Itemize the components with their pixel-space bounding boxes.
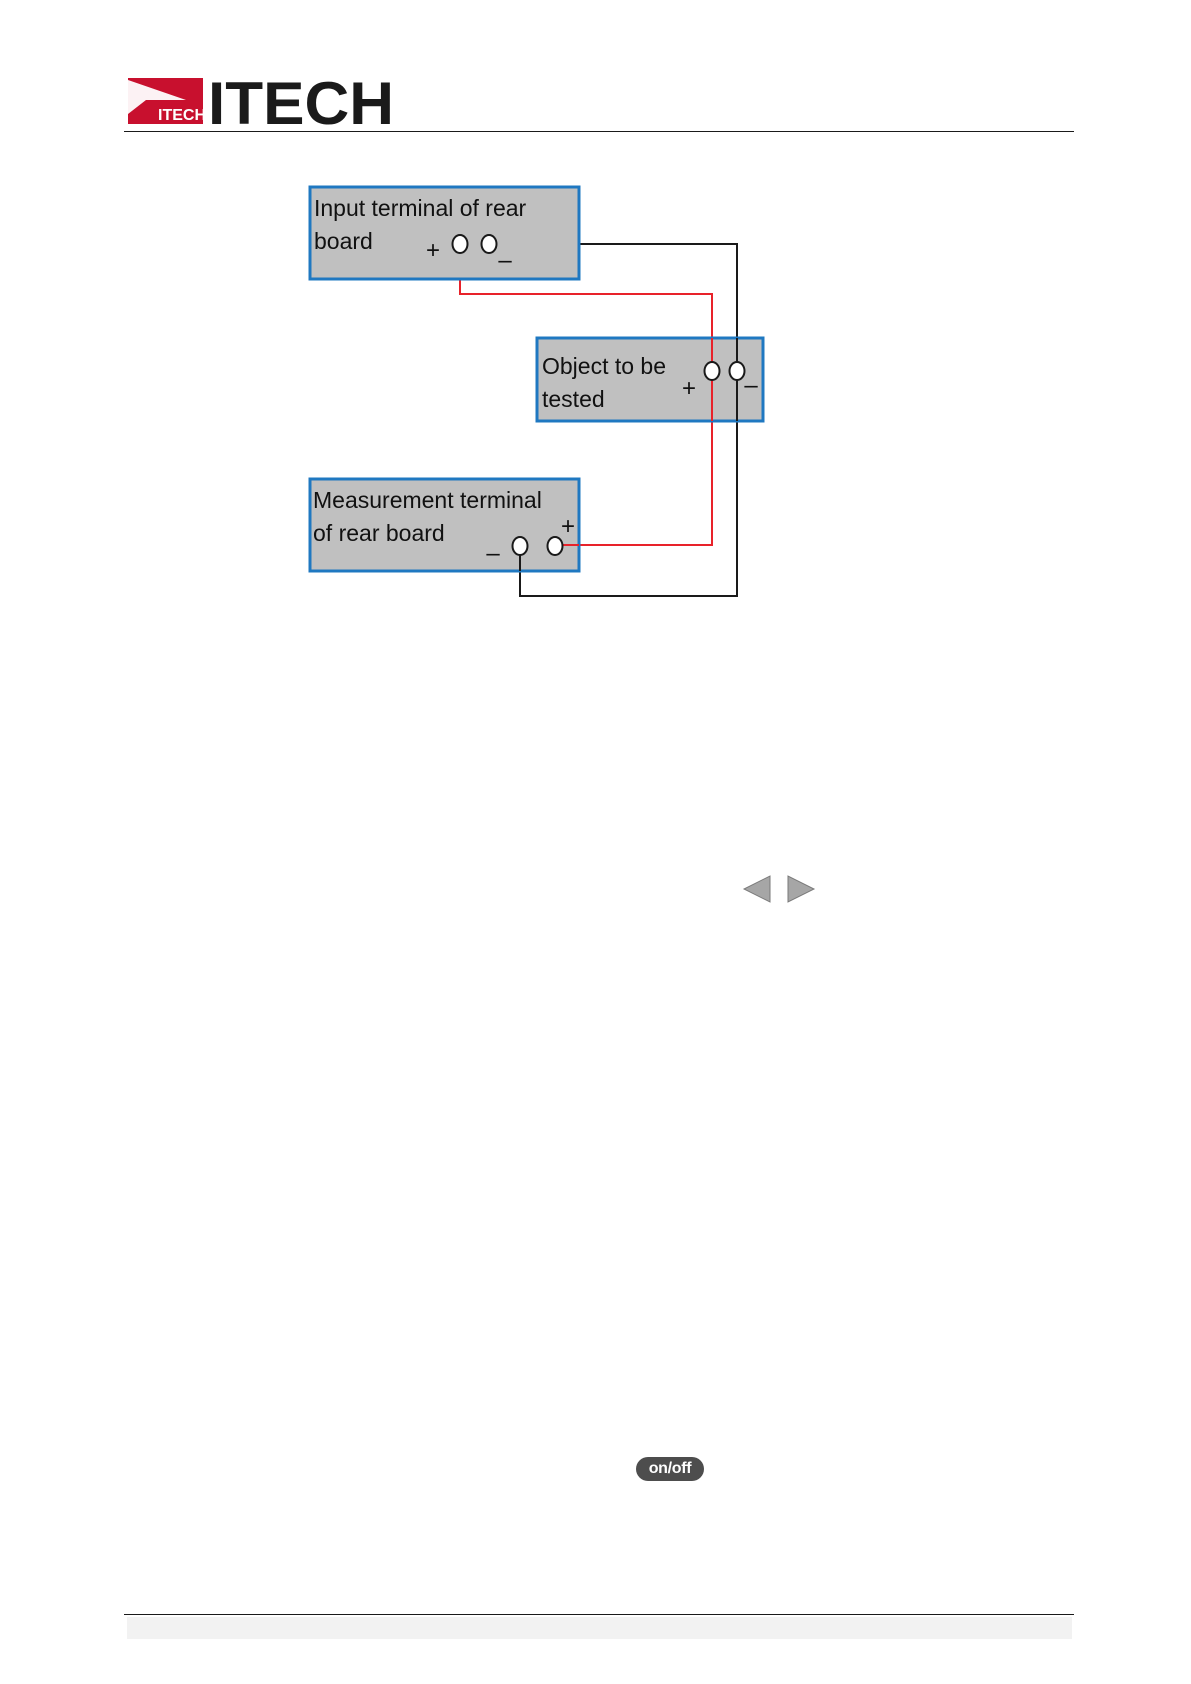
input-minus-sign: – xyxy=(498,247,512,274)
dut-box: Object to be tested + – xyxy=(537,338,763,421)
measurement-terminal-box: Measurement terminal of rear board – + xyxy=(310,479,579,571)
measure-plus-terminal xyxy=(548,537,563,555)
dut-minus-terminal xyxy=(730,362,745,380)
measure-box-line-1: Measurement terminal xyxy=(313,487,542,513)
measure-minus-sign: – xyxy=(486,540,500,567)
input-minus-terminal xyxy=(482,235,497,253)
input-box-line-2: board xyxy=(314,228,373,254)
measure-box-line-2: of rear board xyxy=(313,520,445,546)
measure-minus-terminal xyxy=(513,537,528,555)
input-box-line-1: Input terminal of rear xyxy=(314,195,527,221)
onoff-key-icon: on/off xyxy=(636,1457,704,1481)
measure-plus-sign: + xyxy=(561,513,575,540)
dut-box-line-1: Object to be xyxy=(542,353,666,379)
footer-rule xyxy=(124,1614,1074,1615)
wiring-diagram: Input terminal of rear board + – Object … xyxy=(0,0,1191,700)
input-plus-terminal xyxy=(453,235,468,253)
dut-minus-sign: – xyxy=(744,372,758,399)
input-terminal-box: Input terminal of rear board + – xyxy=(310,187,579,279)
input-plus-sign: + xyxy=(426,237,440,264)
dut-plus-sign: + xyxy=(682,375,696,402)
dut-plus-terminal xyxy=(705,362,720,380)
triangle-left-icon xyxy=(742,874,772,904)
dut-box-line-2: tested xyxy=(542,386,605,412)
footer-band xyxy=(127,1617,1072,1639)
triangle-right-icon xyxy=(786,874,816,904)
